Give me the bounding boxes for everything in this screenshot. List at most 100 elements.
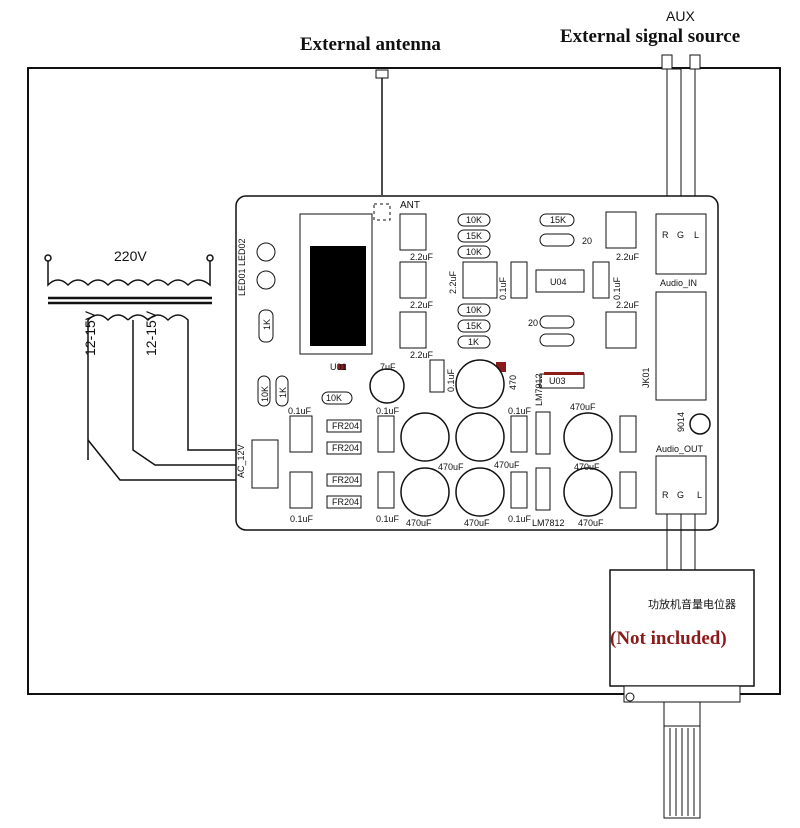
transistor-9014 bbox=[689, 413, 711, 435]
c-470-b: 470uF bbox=[438, 462, 464, 472]
c-01uf-mid: 0.1uF bbox=[498, 276, 508, 300]
diode-3: FR204 bbox=[332, 475, 360, 485]
cap-box bbox=[510, 471, 528, 509]
jk01-label: JK01 bbox=[641, 367, 651, 388]
cap-470uf bbox=[563, 467, 613, 517]
cap-box bbox=[289, 471, 313, 509]
cap-box bbox=[619, 471, 637, 509]
cap-box bbox=[399, 261, 427, 299]
ac-label: AC_12V bbox=[236, 444, 246, 478]
u04-ic bbox=[535, 269, 585, 293]
cap-box bbox=[605, 311, 637, 349]
r-top-3: 10K bbox=[466, 247, 483, 257]
not-included-note: (Not included) bbox=[610, 628, 727, 649]
rgl-in-l: L bbox=[694, 230, 700, 240]
lm7912-label: LM7912 bbox=[534, 373, 544, 406]
cap-box bbox=[377, 471, 395, 509]
r-top-2: 15K bbox=[466, 231, 483, 241]
c-01uf-c: 0.1uF bbox=[376, 406, 400, 416]
cap-box bbox=[605, 211, 637, 249]
c-01uf-right: 0.1uF bbox=[612, 276, 622, 300]
diode bbox=[326, 473, 362, 487]
audio-in-label: Audio_IN bbox=[660, 278, 698, 288]
potentiometer-base bbox=[623, 685, 741, 703]
c-470-f: 470uF bbox=[578, 518, 604, 528]
transformer-secondary-left-label: 12-15V bbox=[82, 310, 98, 356]
ac-connector bbox=[251, 439, 279, 489]
cap-470uf bbox=[563, 412, 613, 462]
c-470-a: 470uF bbox=[570, 402, 596, 412]
r-10k-vertical-label: 10K bbox=[260, 385, 270, 402]
aux-plugs bbox=[661, 54, 701, 220]
c-22uf-2: 2.2uF bbox=[410, 300, 434, 310]
cap-7uf bbox=[369, 368, 405, 404]
cap-box bbox=[399, 311, 427, 349]
r-15k-right: 15K bbox=[550, 215, 567, 225]
lm7812-regulator bbox=[535, 467, 551, 511]
u03-marker bbox=[544, 372, 584, 375]
external-antenna-label: External antenna bbox=[300, 34, 441, 55]
audio-out-connector bbox=[655, 455, 707, 515]
c-01uf-upper: 0.1uF bbox=[446, 368, 456, 392]
external-signal-source-label: External signal source bbox=[560, 26, 741, 47]
transformer-secondary-right-label: 12-15V bbox=[143, 310, 159, 356]
r-1k-a-label: 1K bbox=[262, 318, 272, 330]
rgl-out-l: L bbox=[697, 490, 703, 500]
c-470-e: 470uF bbox=[464, 518, 490, 528]
aux-label: AUX bbox=[666, 8, 695, 24]
cap-470uf bbox=[400, 412, 450, 462]
lm7912-regulator bbox=[535, 411, 551, 455]
c-22uf-mid: 2.2uF bbox=[448, 270, 458, 294]
diode bbox=[326, 419, 362, 433]
potentiometer-pin bbox=[625, 692, 635, 702]
led02 bbox=[256, 270, 276, 290]
u01-label: U01 bbox=[330, 362, 347, 372]
c-22uf-right1: 2.2uF bbox=[616, 252, 640, 262]
c-470-g: 470uF bbox=[574, 462, 600, 472]
c-470-main: 470 bbox=[508, 374, 518, 390]
ant-label: ANT bbox=[400, 200, 420, 211]
rgl-in-g: G bbox=[677, 230, 685, 240]
c-20-a: 20 bbox=[582, 236, 593, 246]
audio-out-label: Audio_OUT bbox=[656, 444, 704, 454]
c-22uf-right2: 2.2uF bbox=[616, 300, 640, 310]
c-01uf-f: 0.1uF bbox=[508, 514, 532, 524]
cap-470uf bbox=[455, 467, 505, 517]
u03-marker-pin bbox=[496, 362, 506, 372]
c-01uf-b: 0.1uF bbox=[290, 514, 314, 524]
led-label: LED01 LED02 bbox=[237, 238, 247, 296]
rgl-in-r: R bbox=[662, 230, 669, 240]
potentiometer-neck bbox=[663, 701, 701, 727]
cap-470uf bbox=[455, 412, 505, 462]
antenna-connector bbox=[375, 69, 389, 79]
u01-marker bbox=[338, 364, 346, 370]
cap-470uf bbox=[455, 359, 505, 409]
led01 bbox=[256, 242, 276, 262]
cap-box bbox=[462, 261, 498, 299]
c-22uf-1: 2.2uF bbox=[410, 252, 434, 262]
c-7uf: 7uF bbox=[380, 362, 396, 372]
resistor-1k bbox=[258, 309, 274, 343]
u01-chip bbox=[310, 246, 366, 346]
r-10k-label: 10K bbox=[326, 393, 343, 403]
cap-box bbox=[289, 415, 313, 453]
transformer-primary-label: 220V bbox=[114, 248, 147, 264]
r-top-1: 10K bbox=[466, 215, 483, 225]
diode-2: FR204 bbox=[332, 443, 360, 453]
q9014-label: 9014 bbox=[676, 411, 686, 432]
jk01-switch bbox=[655, 291, 707, 401]
audio-in-connector bbox=[655, 213, 707, 275]
diode-1: FR204 bbox=[332, 421, 360, 431]
chassis-outline bbox=[27, 67, 781, 695]
r-mid-1: 10K bbox=[466, 305, 483, 315]
ant-pad bbox=[373, 203, 391, 221]
r-mid-3: 1K bbox=[468, 337, 480, 347]
cap-box bbox=[510, 415, 528, 453]
cap-box bbox=[429, 359, 445, 393]
cap-box bbox=[619, 415, 637, 453]
r-1k-b-label: 1K bbox=[278, 386, 288, 398]
resistor-10k-vertical bbox=[257, 375, 271, 407]
c-470-c: 470uF bbox=[494, 460, 520, 470]
cap-470uf bbox=[400, 467, 450, 517]
cap-box bbox=[510, 261, 528, 299]
